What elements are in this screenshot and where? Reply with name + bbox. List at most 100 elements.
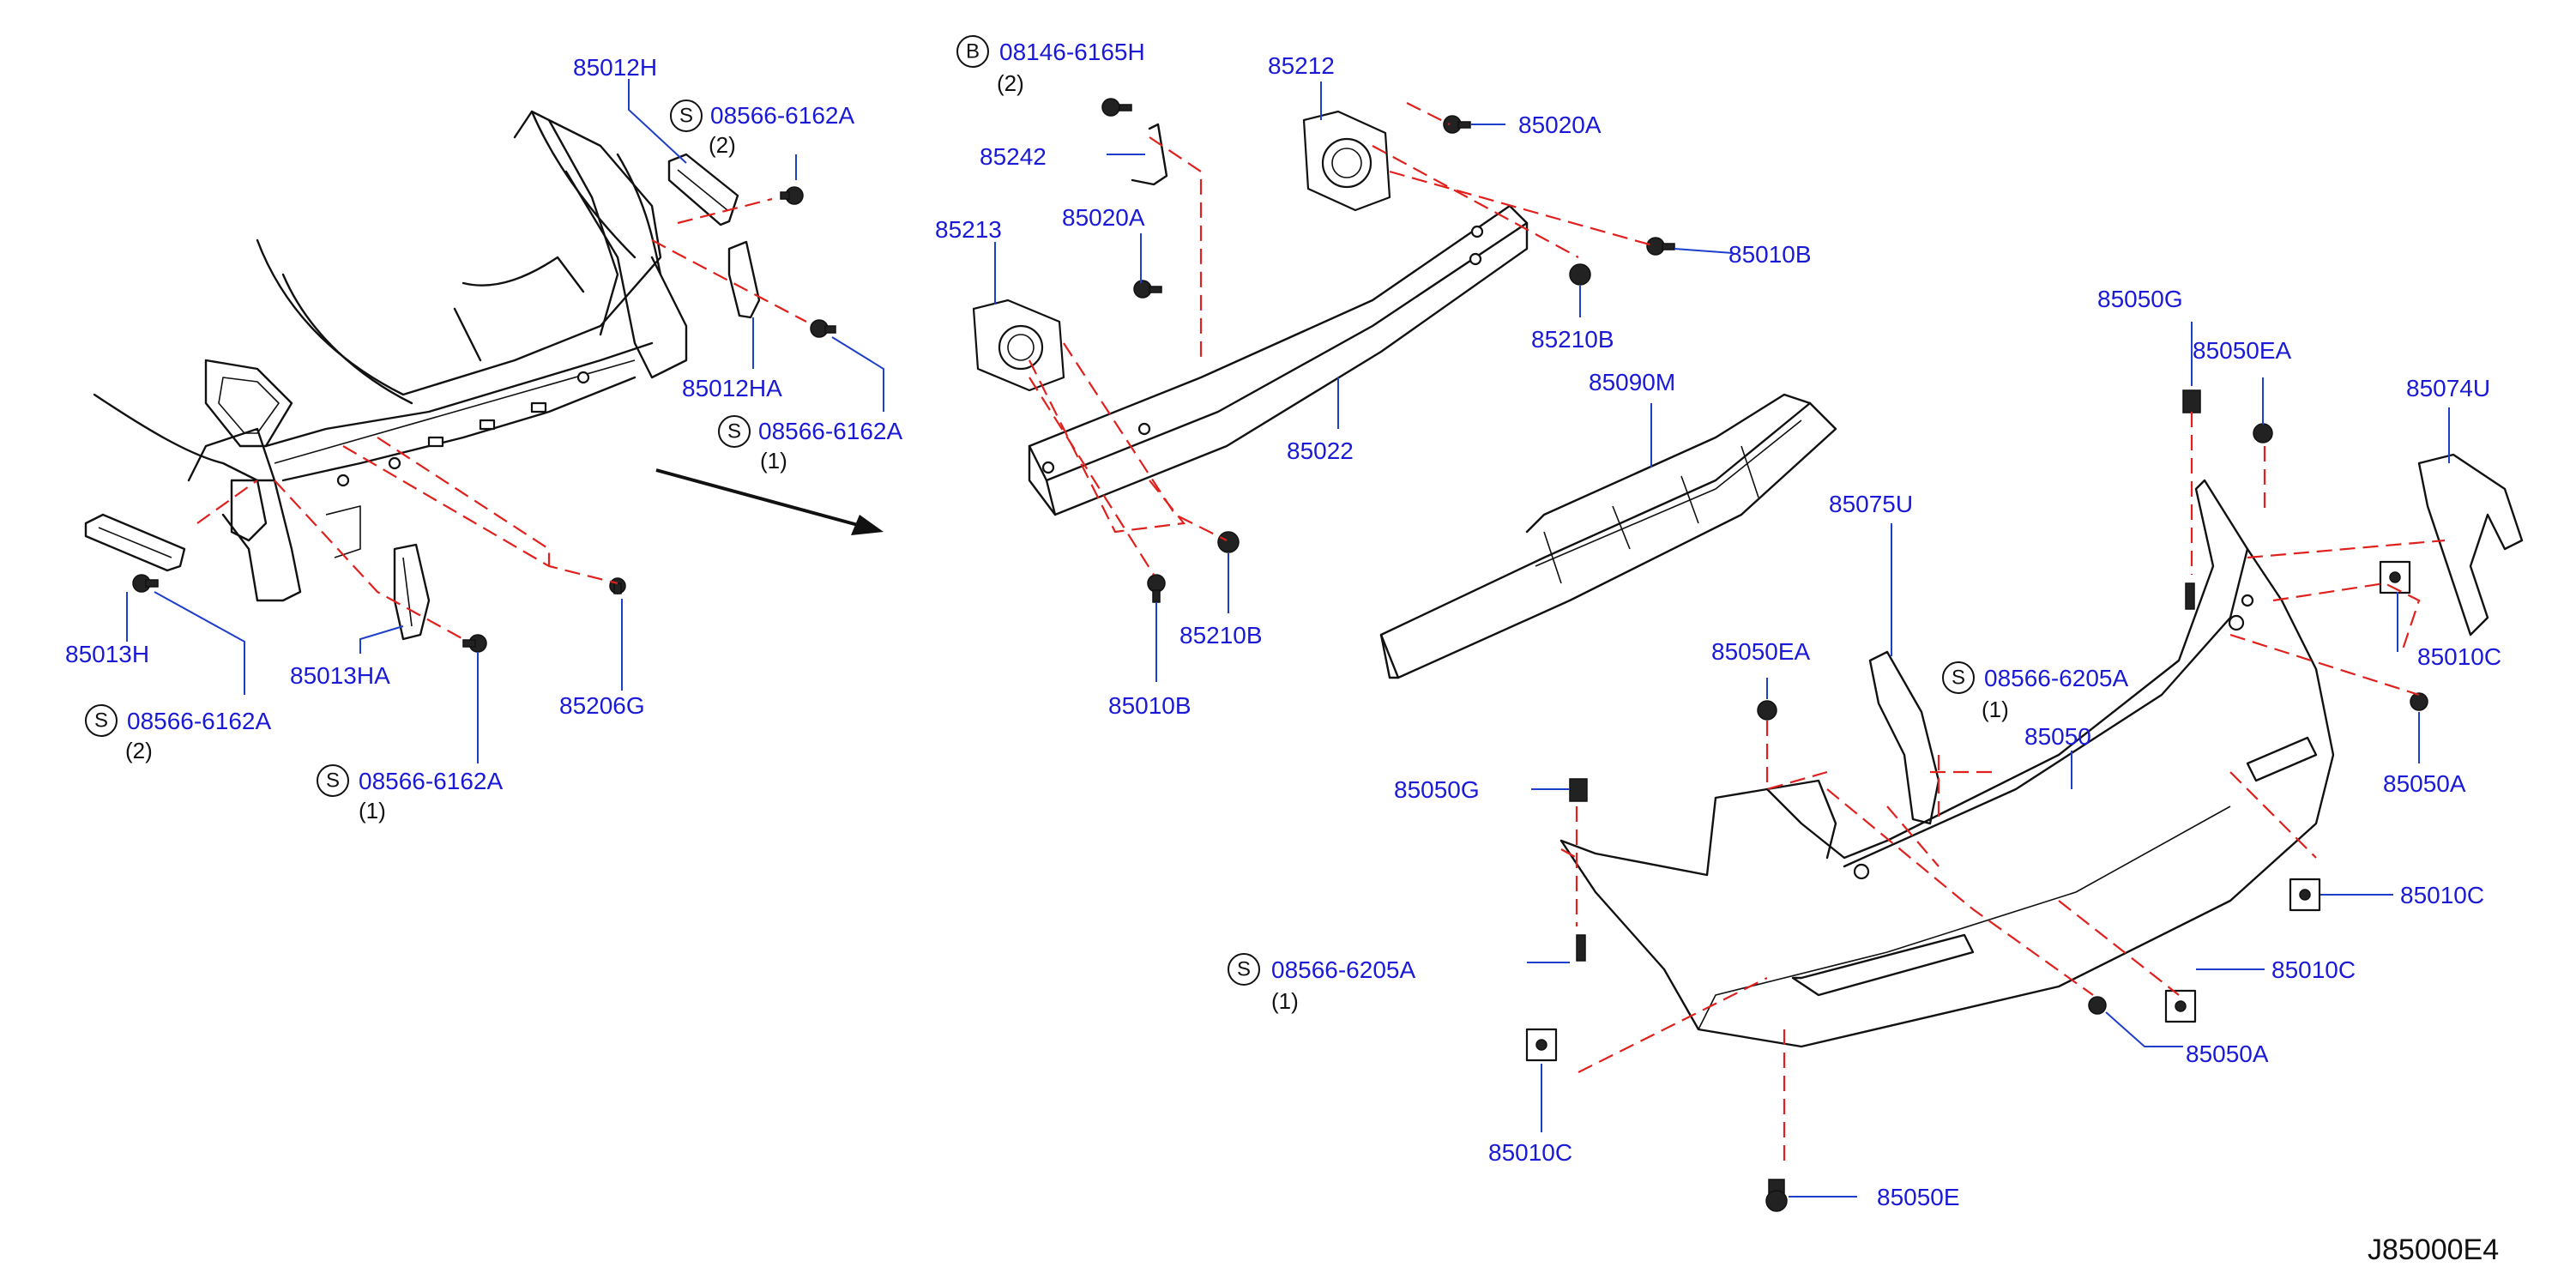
bracket-85013H [84, 513, 186, 572]
screw-icon [2088, 996, 2107, 1015]
screw-icon [810, 319, 836, 338]
quantity-label: (2) [125, 738, 153, 763]
clip-icon [1765, 1179, 1788, 1212]
label-85210B: 85210B [1179, 622, 1263, 649]
diagram-code: J85000E4 [2368, 1234, 2499, 1266]
label-08566-6162A: 08566-6162A [710, 102, 854, 129]
bolt-icon [1443, 115, 1471, 134]
symbol-letter: B [966, 40, 980, 63]
symbol-letter: S [679, 105, 693, 128]
screw-icon [2185, 582, 2195, 610]
label-85050G: 85050G [2097, 286, 2183, 312]
label-85206G: 85206G [559, 692, 645, 719]
label-85050A: 85050A [2383, 770, 2466, 797]
label-08566-6162A: 08566-6162A [758, 418, 902, 444]
label-85012HA: 85012HA [682, 375, 782, 401]
nut-icon [1569, 263, 1591, 286]
label-85213: 85213 [935, 216, 1002, 243]
label-85050EA: 85050EA [1711, 638, 1811, 665]
label-85074U: 85074U [2406, 375, 2490, 401]
reinforcement-85022 [1028, 204, 1529, 516]
clip-icon [2253, 423, 2273, 443]
mudguard-85074U [2417, 453, 2524, 636]
label-85212: 85212 [1268, 52, 1335, 79]
label-85012H: 85012H [573, 54, 657, 81]
screw-icon [1576, 934, 1586, 962]
label-85013H: 85013H [65, 641, 149, 667]
symbol-letter: S [727, 420, 741, 443]
bumper-fascia-85050 [1559, 479, 2335, 1048]
label-85050A: 85050A [2186, 1041, 2269, 1067]
label-08566-6205A: 08566-6205A [1271, 956, 1415, 983]
clip-icon [2182, 389, 2201, 413]
label-08566-6162A: 08566-6162A [127, 708, 271, 734]
label-85050EA: 85050EA [2193, 337, 2292, 364]
label-85090M: 85090M [1589, 369, 1675, 395]
symbol-letter: S [1952, 667, 1965, 690]
energy-absorber-85090M [1379, 393, 1837, 679]
screw-icon [2410, 692, 2428, 711]
standard-part-symbol [670, 100, 703, 132]
bracket-85213 [972, 299, 1065, 392]
screw-icon [462, 634, 487, 653]
screw-icon [132, 574, 159, 593]
label-08566-6162A: 08566-6162A [359, 768, 503, 794]
bolt-icon [1133, 280, 1162, 299]
assembly-lines-left [196, 197, 807, 640]
label-08566-6205A: 08566-6205A [1984, 665, 2128, 691]
standard-part-symbol [85, 704, 118, 737]
label-85010C: 85010C [2271, 956, 2356, 983]
assembly-lines-right [1560, 412, 2446, 1167]
label-85210B: 85210B [1531, 326, 1614, 353]
symbol-letter: S [326, 769, 340, 793]
quantity-label: (1) [1271, 988, 1299, 1014]
quantity-label: (2) [997, 70, 1024, 96]
quantity-label: (1) [760, 448, 787, 474]
nut-clip-icon [2164, 989, 2197, 1023]
label-85075U: 85075U [1829, 491, 1913, 517]
leader-lines [126, 79, 2450, 1198]
label-85010B: 85010B [1108, 692, 1191, 719]
standard-part-symbol [718, 415, 751, 448]
nut-clip-icon [2289, 878, 2321, 912]
clip-icon [1569, 778, 1588, 802]
label-85242: 85242 [980, 143, 1047, 170]
label-85010C: 85010C [1488, 1139, 1572, 1166]
assembly-lines-center [1029, 102, 1656, 576]
direction-arrow-icon [655, 468, 884, 535]
clip-icon [1757, 700, 1777, 721]
bolt-icon [1101, 98, 1132, 117]
label-85013HA: 85013HA [290, 662, 390, 689]
bolt-icon [1646, 237, 1675, 256]
quantity-label: (1) [359, 798, 386, 824]
label-85010C: 85010C [2400, 882, 2484, 908]
bracket-85012HA [727, 240, 761, 319]
label-85050E: 85050E [1877, 1184, 1960, 1210]
bolt-icon [1147, 574, 1166, 603]
bracket-85075U [1868, 650, 1940, 825]
symbol-letter: S [1237, 958, 1251, 981]
label-85050G: 85050G [1394, 776, 1480, 803]
standard-part-symbol [956, 35, 989, 68]
label-85050: 85050 [2024, 723, 2091, 750]
label-85010C: 85010C [2417, 643, 2501, 670]
bracket-85212 [1302, 110, 1391, 212]
screw-icon [780, 186, 804, 205]
bracket-85012H [667, 153, 739, 226]
bracket-85013HA [393, 543, 431, 641]
standard-part-symbol [1942, 661, 1975, 694]
quantity-label: (2) [709, 132, 736, 158]
label-85020A: 85020A [1062, 204, 1145, 231]
standard-part-symbol [317, 764, 349, 797]
quantity-label: (1) [1982, 697, 2009, 722]
clip-icon [609, 577, 626, 594]
label-85010B: 85010B [1728, 241, 1812, 268]
symbol-letter: S [94, 709, 108, 733]
callout-labels: 85012H S 08566-6162A (2) S 08566-6162A (… [65, 35, 2501, 1266]
vehicle-rear-body [93, 110, 688, 602]
label-85020A: 85020A [1518, 112, 1602, 138]
label-85022: 85022 [1287, 437, 1354, 464]
label-08146-6165H: 08146-6165H [999, 39, 1145, 65]
bracket-85242 [1131, 123, 1168, 186]
